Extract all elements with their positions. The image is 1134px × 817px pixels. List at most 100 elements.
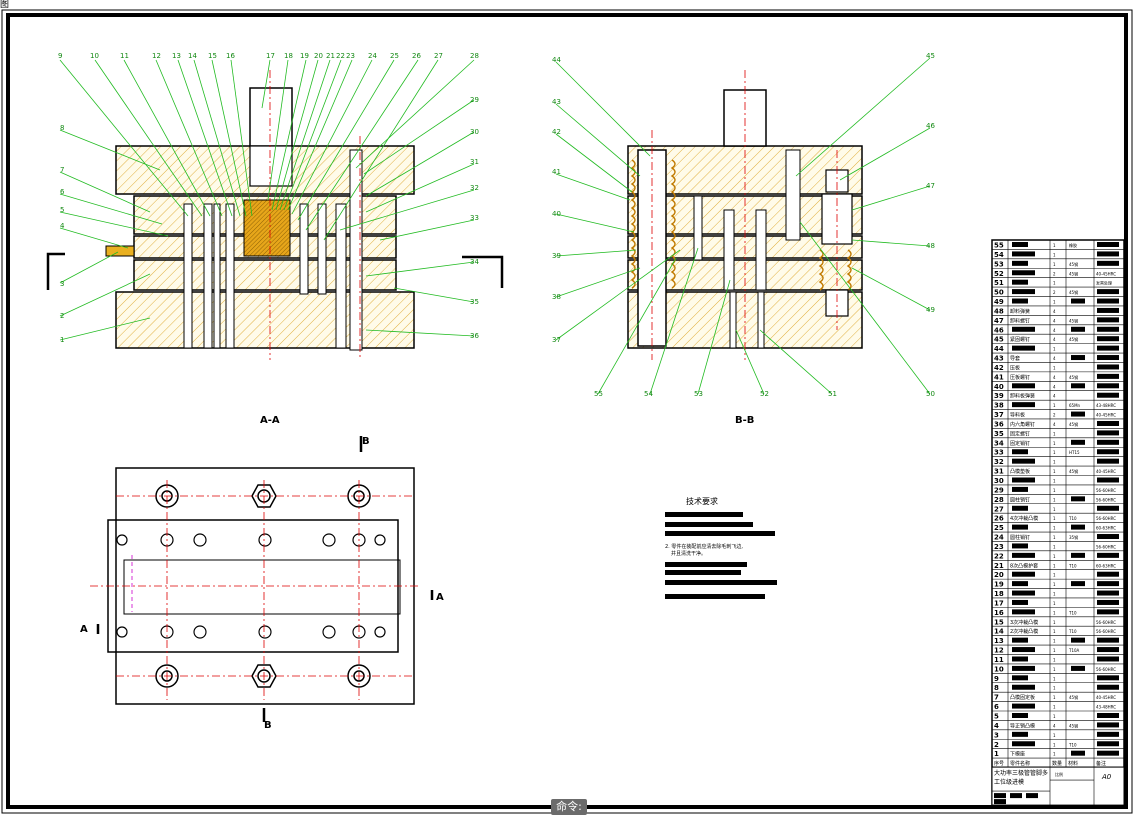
bom-no: 45 <box>994 336 1004 344</box>
bom-no: 25 <box>994 524 1004 532</box>
bom-name-redacted <box>1012 383 1035 389</box>
bom-note-redacted <box>1097 675 1119 681</box>
tech-line-7 <box>665 594 765 599</box>
bom-name-redacted <box>1012 458 1035 464</box>
bom-note-redacted <box>1097 599 1119 605</box>
tech-requirements <box>665 512 777 599</box>
bom-material: 45钢 <box>1069 468 1078 474</box>
bom-material: 45钢 <box>1069 261 1078 267</box>
bom-note-redacted <box>1097 609 1119 615</box>
punch-cluster <box>243 199 291 257</box>
bom-row: 17 1 <box>992 599 1124 608</box>
bom-name-redacted <box>1012 656 1028 662</box>
command-line-label[interactable]: 命令: <box>551 799 587 815</box>
bom-name: 固定销钉 <box>1010 440 1030 447</box>
bom-header-note: 备注 <box>1096 760 1106 767</box>
bom-name-redacted <box>1012 741 1035 747</box>
bom-qty: 4 <box>1053 384 1056 389</box>
bom-note: 43-48HRC <box>1096 403 1116 408</box>
bom-no: 54 <box>994 251 1004 259</box>
bom-qty: 4 <box>1053 337 1056 342</box>
bom-name: 凸模固定板 <box>1010 694 1035 701</box>
bom-material-redacted <box>1071 581 1085 587</box>
bom-header-material: 材料 <box>1068 760 1078 767</box>
bom-note-redacted <box>1097 336 1119 342</box>
bom-note-redacted <box>1097 684 1119 690</box>
bom-no: 49 <box>994 298 1004 306</box>
leader-lines-aa <box>59 59 475 341</box>
bom-no: 13 <box>994 637 1004 645</box>
bom-no: 17 <box>994 599 1004 607</box>
bom-name: 导套 <box>1010 355 1020 362</box>
bom-qty: 1 <box>1053 497 1056 502</box>
bom-name-redacted <box>1012 402 1035 408</box>
bom-name-redacted <box>1012 590 1035 596</box>
bom-qty: 1 <box>1053 695 1056 700</box>
bom-qty: 1 <box>1053 460 1056 465</box>
bom-name: 紧固螺钉 <box>1010 336 1030 343</box>
bom-qty: 1 <box>1053 573 1056 578</box>
bom-header-qty: 数量 <box>1052 760 1062 767</box>
bom-qty: 1 <box>1053 526 1056 531</box>
bom-no: 34 <box>994 439 1004 447</box>
bom-qty: 1 <box>1053 563 1056 568</box>
bom-material-redacted <box>1071 355 1085 361</box>
bom-material: 45钢 <box>1069 694 1078 700</box>
bom-material: 65Mn <box>1069 403 1081 408</box>
bom-qty: 1 <box>1053 431 1056 436</box>
bom-note-redacted <box>1097 373 1119 379</box>
centerlines-aa <box>269 70 361 360</box>
bom-name-redacted <box>1012 298 1028 304</box>
bom-name: 圆柱销钉 <box>1010 534 1030 541</box>
bom-note-redacted <box>1097 326 1119 332</box>
bom-no: 35 <box>994 430 1004 438</box>
bom-name-redacted <box>1012 449 1028 455</box>
bom-no: 47 <box>994 317 1004 325</box>
bom-qty: 2 <box>1053 290 1056 295</box>
leader-lines-bb <box>555 57 931 395</box>
bom-note-redacted <box>1097 449 1119 455</box>
bom-qty: 1 <box>1053 479 1056 484</box>
bom-qty: 1 <box>1053 544 1056 549</box>
bom-name-redacted <box>1012 637 1028 643</box>
bom-no: 18 <box>994 590 1004 598</box>
bom-note-redacted <box>1097 383 1119 389</box>
bom-no: 12 <box>994 647 1004 655</box>
bom-qty: 1 <box>1053 554 1056 559</box>
bom-no: 29 <box>994 486 1004 494</box>
bom-qty: 1 <box>1053 469 1056 474</box>
bom-note-redacted <box>1097 439 1119 445</box>
bom-qty: 4 <box>1053 318 1056 323</box>
bom-qty: 1 <box>1053 686 1056 691</box>
bom-note: 56-60HRC <box>1096 544 1116 549</box>
bom-note-redacted <box>1097 392 1119 398</box>
bom-note-redacted <box>1097 242 1119 247</box>
bom-qty: 1 <box>1053 507 1056 512</box>
bom-note-redacted <box>1097 251 1119 257</box>
bom-note-redacted <box>1097 260 1119 266</box>
bom-qty: 1 <box>1053 601 1056 606</box>
title-drawing-name-1: 大功率三极管管脚多 <box>994 769 1048 777</box>
bom-note: 40-45HRC <box>1096 271 1116 276</box>
section-cut-markers <box>96 436 434 722</box>
tech-line-6 <box>665 580 777 585</box>
bom-name-redacted <box>1012 260 1028 266</box>
bom-no: 1 <box>994 750 999 758</box>
plan-centerlines <box>90 480 420 700</box>
bom-material: T10 <box>1068 516 1077 521</box>
bom-note-redacted <box>1097 731 1119 737</box>
